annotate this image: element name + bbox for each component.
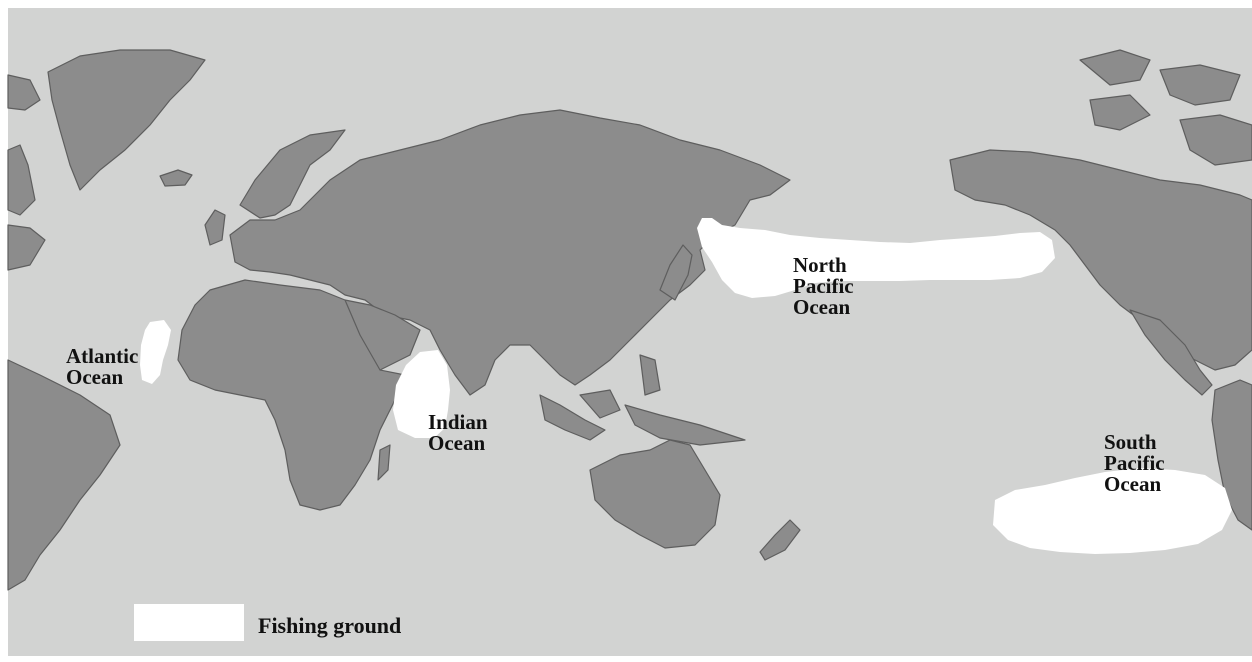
land-eurasia <box>229 109 791 396</box>
fishing-ground-atlantic <box>140 320 171 384</box>
land-central-america <box>1129 309 1213 396</box>
land-scandinavia <box>239 129 346 219</box>
legend-swatch-fishing-ground <box>134 604 244 641</box>
legend-label-fishing-ground: Fishing ground <box>258 613 402 638</box>
label-atlantic-ocean: Atlantic Ocean <box>66 344 139 389</box>
land-australia <box>589 439 721 549</box>
land-africa <box>177 279 406 511</box>
fishing-ground-indian <box>393 350 450 438</box>
label-south-pacific-ocean: South Pacific Ocean <box>1104 430 1165 496</box>
land-arctic-islands <box>1079 49 1252 166</box>
label-indian-ocean: Indian Ocean <box>428 410 488 455</box>
land-canada-left <box>7 74 46 271</box>
land-greenland <box>47 49 206 191</box>
land-new-zealand <box>759 519 801 561</box>
land-southeast-asia-islands <box>539 354 746 446</box>
land-south-america-left <box>7 359 121 591</box>
land-south-america-right <box>1211 379 1252 531</box>
land-britain <box>204 209 226 246</box>
fishing-ground-south-pacific <box>993 468 1232 554</box>
label-north-pacific-ocean: North Pacific Ocean <box>793 253 854 319</box>
land-japan <box>659 244 693 301</box>
land-madagascar <box>377 444 391 481</box>
land-iceland <box>159 169 193 187</box>
fishing-ground-north-pacific <box>697 218 1055 298</box>
